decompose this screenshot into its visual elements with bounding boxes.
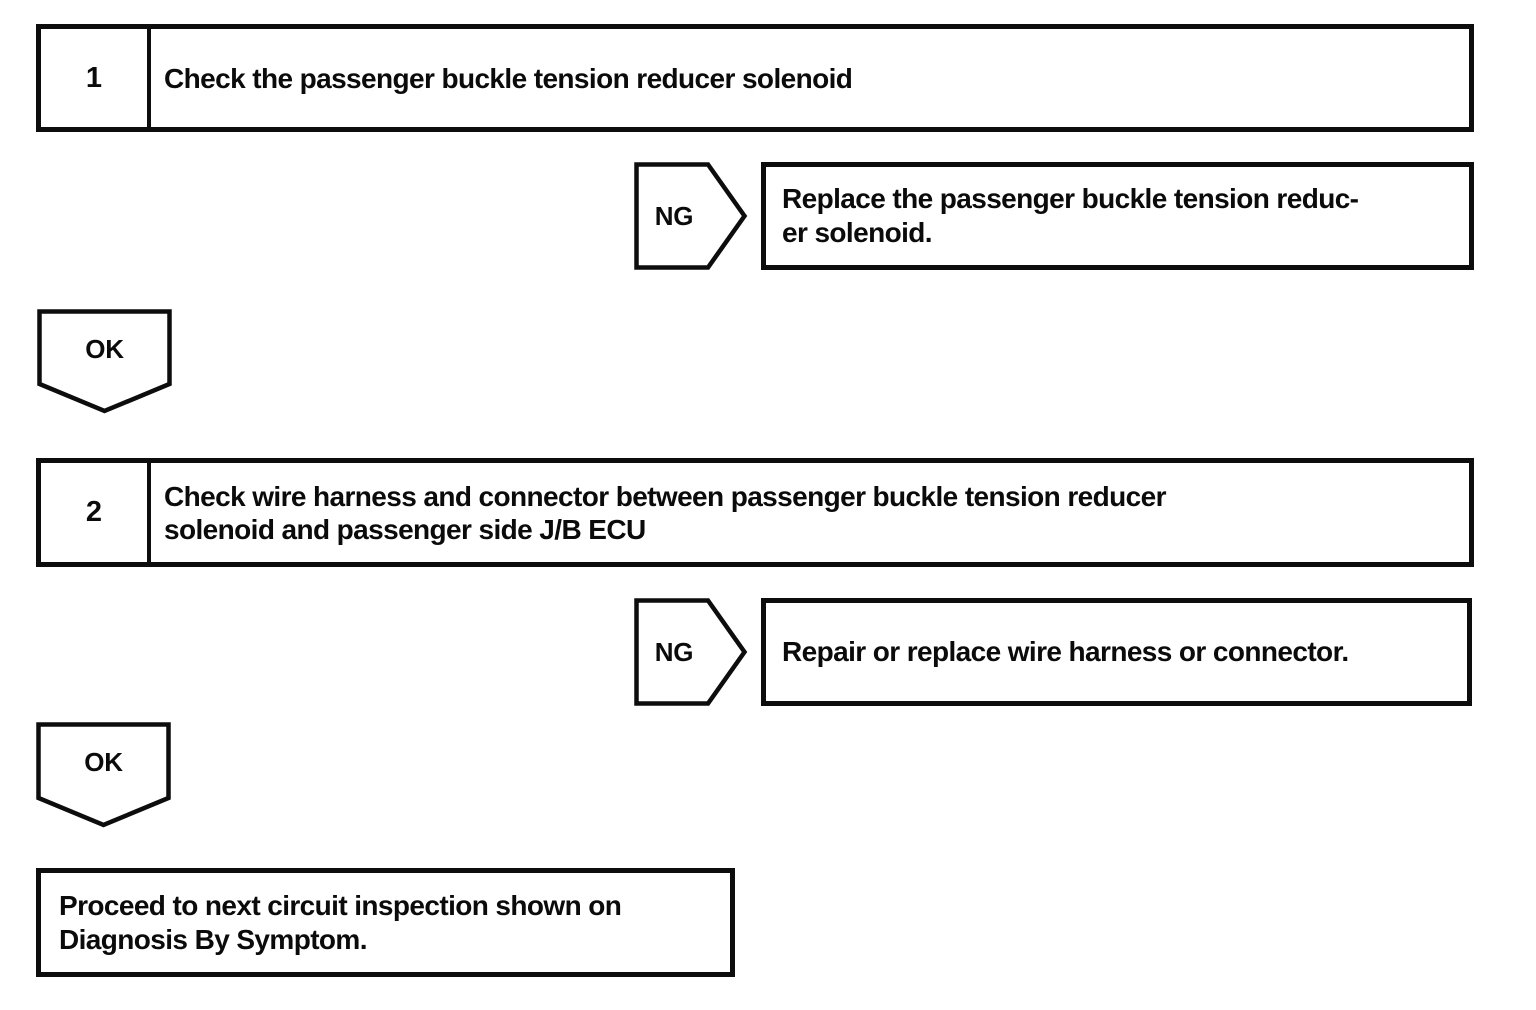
step-1-title: Check the passenger buckle tension reduc…	[151, 29, 1469, 127]
ok-pentagon-icon	[37, 309, 172, 414]
ok-pentagon-icon	[36, 722, 171, 828]
step-2-title-line-2: solenoid and passenger side J/B ECU	[164, 513, 646, 545]
ok-arrow-2: OK	[36, 722, 171, 828]
ok-label-1: OK	[85, 333, 124, 364]
ng-action-2-line-1: Repair or replace wire harness or connec…	[782, 636, 1349, 667]
step-1-title-line: Check the passenger buckle tension reduc…	[164, 62, 853, 94]
terminal-line-2: Diagnosis By Symptom.	[59, 923, 368, 955]
ok-label-2: OK	[84, 746, 123, 777]
ng-action-1-line-2: er solenoid.	[782, 217, 933, 248]
ok-arrow-1: OK	[37, 309, 172, 414]
terminal-line-1: Proceed to next circuit inspection shown…	[59, 889, 622, 921]
ng-action-2-text: Repair or replace wire harness or connec…	[766, 603, 1467, 701]
step-2-number: 2	[41, 463, 151, 562]
ng-action-1-text: Replace the passenger buckle tension red…	[766, 167, 1469, 265]
ng-pentagon-icon	[634, 598, 748, 706]
ng-label-1: NG	[654, 200, 694, 231]
step-1-number: 1	[41, 29, 151, 127]
ng-arrow-1: NG	[634, 162, 748, 270]
step-2-title-line-1: Check wire harness and connector between…	[164, 480, 1166, 512]
ng-action-2-box: Repair or replace wire harness or connec…	[761, 598, 1472, 706]
ng-action-1-line-1: Replace the passenger buckle tension red…	[782, 183, 1359, 214]
ng-pentagon-icon	[634, 162, 748, 270]
terminal-box: Proceed to next circuit inspection shown…	[36, 868, 735, 977]
terminal-text: Proceed to next circuit inspection shown…	[41, 873, 730, 972]
step-2-title: Check wire harness and connector between…	[151, 463, 1469, 562]
ng-action-1-box: Replace the passenger buckle tension red…	[761, 162, 1474, 270]
ng-arrow-2: NG	[634, 598, 748, 706]
step-1-box: 1 Check the passenger buckle tension red…	[36, 24, 1474, 132]
ng-label-2: NG	[654, 636, 694, 667]
step-2-box: 2 Check wire harness and connector betwe…	[36, 458, 1474, 567]
